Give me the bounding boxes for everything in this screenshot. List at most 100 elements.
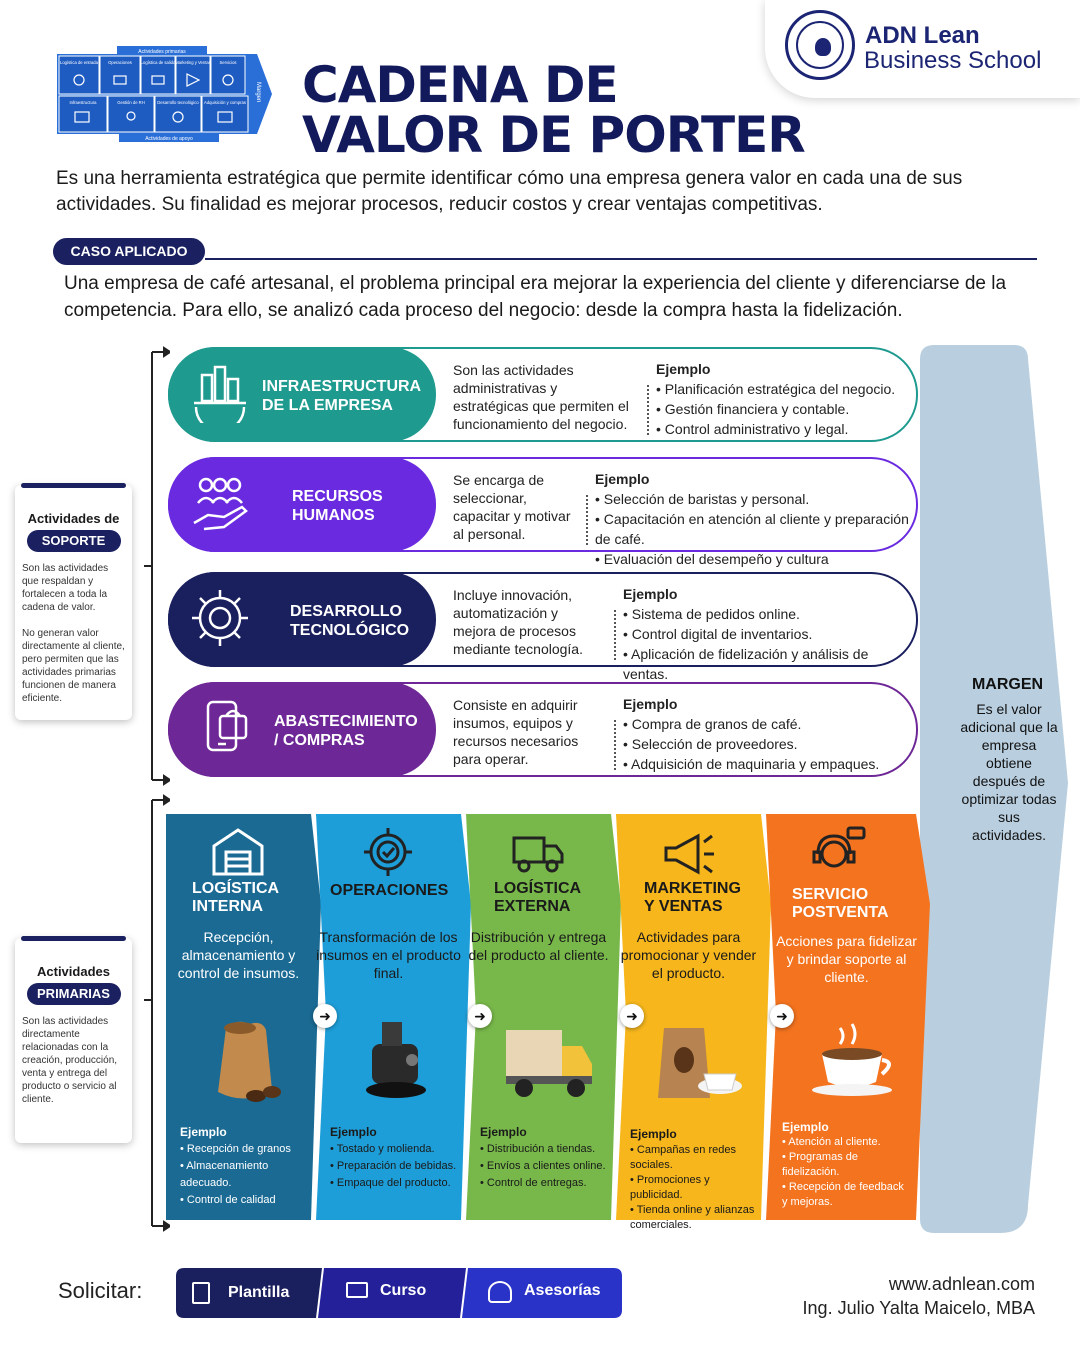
- support-panel-text-2: No generan valor directamente al cliente…: [22, 628, 125, 704]
- plantilla-button-label: Plantilla: [228, 1284, 290, 1301]
- gear-check-icon: [364, 828, 412, 876]
- primary-activities-panel: Actividades PRIMARIAS Son las actividade…: [15, 936, 132, 1143]
- coffee-cup-icon: [812, 1023, 892, 1096]
- margin-title: MARGEN: [971, 676, 1044, 693]
- example-item: • Control administrativo y legal.: [656, 421, 849, 437]
- asesorias-button[interactable]: Asesorías: [464, 1268, 622, 1318]
- delivery-truck-icon: [506, 1030, 592, 1097]
- asesorias-button-label: Asesorías: [524, 1282, 601, 1299]
- mini-primary-2: Logística de salida: [141, 60, 176, 65]
- example-item: • Campañas en redes sociales.: [630, 1144, 736, 1171]
- value-chain-mini-diagram: Actividades primarias Actividades de apo…: [57, 46, 272, 142]
- support-panel-pill: SOPORTE: [26, 530, 121, 552]
- mini-side-label: Margen: [255, 82, 261, 102]
- consulting-icon: [488, 1281, 512, 1303]
- brand-seal-icon: [785, 10, 855, 80]
- mini-support-3: Adquisición y compras: [204, 100, 246, 105]
- footer-button-strip: [176, 1268, 622, 1318]
- caso-aplicado-text: Una empresa de café artesanal, el proble…: [64, 273, 1007, 321]
- margin-description: Es el valor adicional que la empresa obt…: [960, 701, 1058, 843]
- coffee-sack-icon: [218, 1021, 281, 1102]
- row-examples: Ejemplo • Sistema de pedidos online. • C…: [614, 584, 916, 684]
- mini-primary-0: Logística de entrada: [60, 60, 99, 65]
- row-description: Se encarga de seleccionar, capacitar y m…: [453, 472, 571, 542]
- example-item: • Recepción de feedback y mejoras.: [782, 1181, 904, 1208]
- caso-aplicado-label: CASO APLICADO: [53, 238, 205, 265]
- curso-button-label: Curso: [380, 1282, 427, 1299]
- caso-divider: [205, 258, 1037, 260]
- col-examples: Ejemplo • Tostado y molienda. • Preparac…: [330, 1124, 460, 1192]
- flow-arrow-icon: ➜: [620, 1004, 644, 1028]
- monitor-icon: [346, 1282, 368, 1298]
- primary-chevrons: [166, 814, 930, 1220]
- coffee-roaster-icon: [366, 1022, 426, 1098]
- example-item: • Distribución a tiendas.: [480, 1143, 596, 1155]
- flow-arrow-icon: ➜: [770, 1004, 794, 1028]
- building-gear-icon: [194, 365, 246, 423]
- truck-icon: [512, 836, 564, 873]
- example-item: • Empaque del producto.: [330, 1177, 451, 1189]
- example-item: • Selección de proveedores.: [623, 736, 798, 752]
- col-examples: Ejemplo • Atención al cliente. • Program…: [782, 1120, 912, 1210]
- support-row-abastecimiento: ABASTECIMIENTO/ COMPRAS Consiste en adqu…: [168, 682, 918, 777]
- support-panel-text-1: Son las actividades que respaldan y fort…: [22, 563, 109, 613]
- mini-support-0: Infraestructura: [70, 100, 98, 105]
- col-examples: Ejemplo • Distribución a tiendas. • Enví…: [480, 1124, 610, 1192]
- panel-accent-bar: [21, 936, 126, 941]
- example-item: • Selección de baristas y personal.: [595, 491, 810, 507]
- col-description: Distribución y entrega del producto al c…: [468, 929, 609, 963]
- example-item: • Programas de fidelización.: [782, 1151, 858, 1178]
- people-hand-icon: [193, 477, 248, 531]
- support-panel-heading: Actividades de: [27, 511, 120, 526]
- example-item: • Aplicación de fidelización y análisis …: [623, 646, 869, 682]
- example-item: • Almacenamiento adecuado.: [180, 1160, 269, 1189]
- primary-col-operaciones: OPERACIONES Transformación de los insumo…: [316, 814, 461, 1220]
- example-item: • Compra de granos de café.: [623, 716, 802, 732]
- example-item: • Control digital de inventarios.: [623, 626, 813, 642]
- bracket-lines: [144, 346, 170, 1232]
- mini-primary-4: Servicios: [220, 60, 237, 65]
- title-line-2: VALOR DE PORTER: [302, 106, 806, 164]
- website-link[interactable]: www.adnlean.com: [888, 1274, 1035, 1294]
- col-description: Actividades para promocionar y vender el…: [620, 929, 757, 981]
- row-examples: Ejemplo • Selección de baristas y person…: [586, 469, 916, 589]
- col-title: OPERACIONES: [330, 882, 449, 899]
- tech-gear-icon: [192, 590, 248, 646]
- example-item: • Atención al cliente.: [782, 1136, 881, 1148]
- mini-top-label: Actividades primarias: [138, 49, 186, 55]
- flow-arrow-icon: ➜: [313, 1004, 337, 1028]
- row-examples: Ejemplo • Compra de granos de café. • Se…: [614, 694, 879, 774]
- mini-support-2: Desarrollo tecnológico: [157, 100, 199, 105]
- page-title: CADENA DE VALOR DE PORTER: [302, 60, 806, 164]
- phone-shopping-icon: [206, 700, 248, 752]
- example-item: • Tostado y molienda.: [330, 1143, 435, 1155]
- example-item: • Tienda online y alianzas comerciales.: [630, 1204, 755, 1231]
- col-description: Recepción, almacenamiento y control de i…: [177, 929, 300, 981]
- plantilla-button[interactable]: Plantilla: [176, 1268, 322, 1318]
- curso-button[interactable]: Curso: [322, 1268, 464, 1318]
- mini-primary-1: Operaciones: [108, 60, 132, 65]
- row-description: Son las actividades administrativas y es…: [453, 362, 629, 432]
- support-activities-panel: Actividades de SOPORTE Son las actividad…: [15, 483, 132, 720]
- warehouse-icon: [212, 828, 264, 876]
- mini-support-1: Gestión de RH: [117, 100, 144, 105]
- primary-panel-text: Son las actividades directamente relacio…: [22, 1016, 118, 1105]
- example-item: • Gestión financiera y contable.: [656, 401, 850, 417]
- col-examples: Ejemplo • Recepción de granos • Almacena…: [180, 1124, 310, 1209]
- example-item: • Control de calidad: [180, 1194, 276, 1206]
- mini-primary-3: Marketing y Ventas: [175, 60, 211, 65]
- example-item: • Capacitación en atención al cliente y …: [595, 511, 909, 547]
- solicitar-label: Solicitar:: [58, 1278, 143, 1303]
